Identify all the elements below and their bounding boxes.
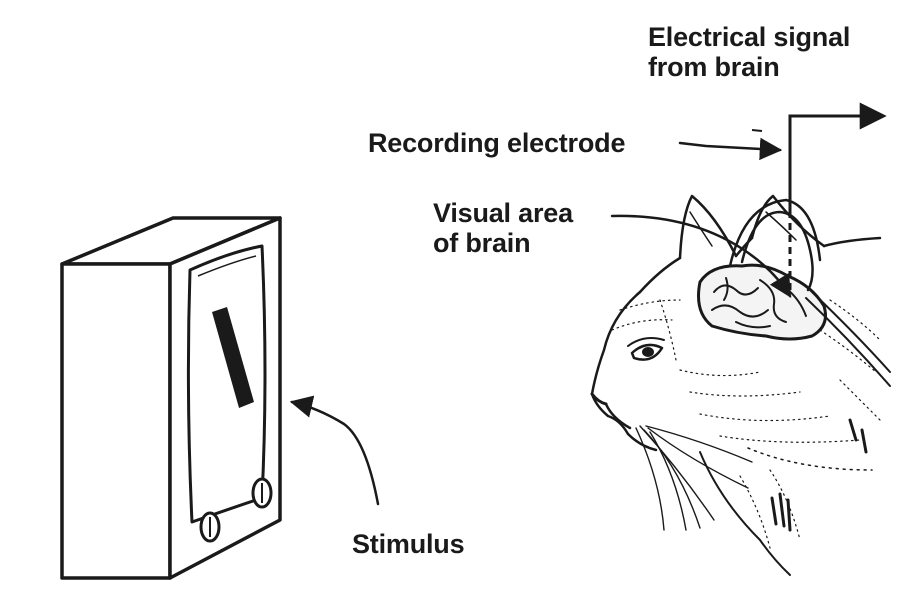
- signal-label: Electrical signal from brain: [648, 22, 850, 82]
- electrode-arrow: [680, 143, 780, 150]
- stimulus-arrow: [292, 402, 378, 504]
- cat-whiskers: [636, 426, 752, 530]
- visual-label-line1: Visual area: [433, 198, 573, 228]
- stimulus-label: Stimulus: [352, 529, 464, 559]
- monitor-side-face: [62, 264, 170, 578]
- signal-label-line2: from brain: [648, 52, 850, 82]
- visual-area-label: Visual area of brain: [433, 198, 573, 258]
- cat-head: [592, 196, 880, 575]
- signal-label-line1: Electrical signal: [648, 22, 850, 52]
- electrode-label: Recording electrode: [368, 128, 625, 158]
- cat-shoulder-hatch: [772, 420, 866, 530]
- signal-line: [790, 116, 884, 290]
- stimulus-monitor: [62, 218, 280, 578]
- monitor-screen: [188, 246, 265, 522]
- cat-ear-back: [752, 196, 824, 246]
- brain-visual-area: [699, 265, 826, 339]
- visual-label-line2: of brain: [433, 228, 573, 258]
- cat-ear-front: [680, 196, 736, 258]
